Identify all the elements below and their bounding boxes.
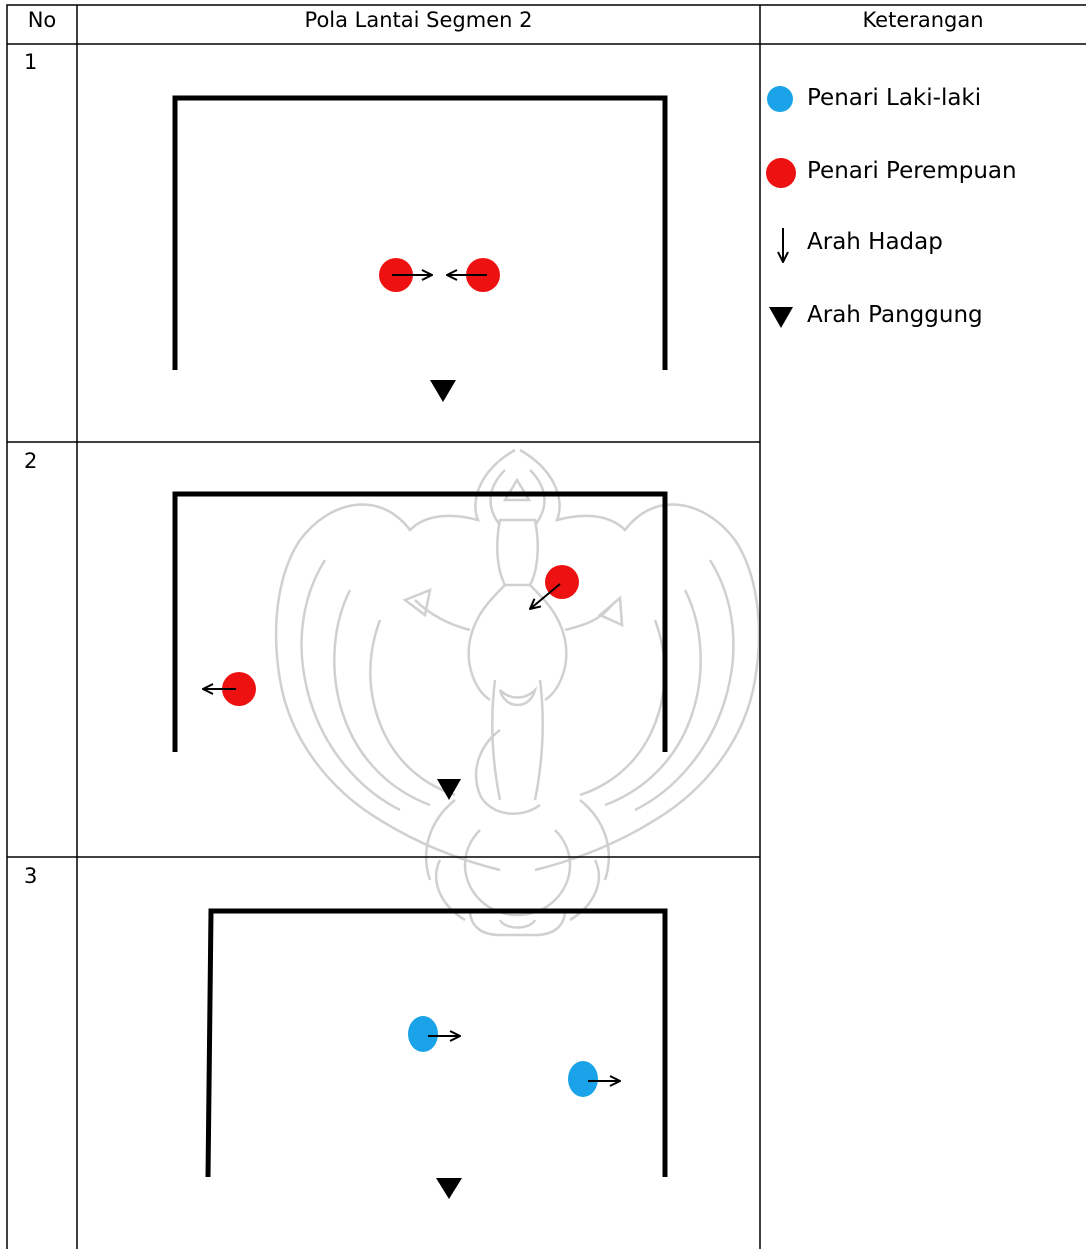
facing-arrow [530,583,561,609]
row-number: 1 [24,50,38,74]
row-1-floor-diagram [172,95,668,402]
down-triangle-icon [769,307,793,328]
legend-female-dancer-label: Penari Perempuan [807,158,1017,184]
female-dancer [545,565,579,599]
row-2-floor-diagram [172,491,668,800]
row-3-floor-diagram [205,908,668,1199]
row-number: 2 [24,449,38,473]
male-dancer-icon [767,86,793,112]
legend-male-dancer-label: Penari Laki-laki [807,85,982,111]
legend-stage-direction-label: Arah Panggung [807,302,983,328]
stage-direction-marker [430,380,456,402]
row-number: 3 [24,864,38,888]
stage-outline [172,95,668,370]
male-dancer [408,1016,438,1052]
female-dancer-icon [766,158,796,188]
legend-facing-direction-label: Arah Hadap [807,229,943,255]
table-grid [6,4,1086,1249]
male-dancer [568,1061,598,1097]
stage-outline [172,491,668,752]
watermark-emblem [274,448,761,937]
legend-symbols [766,86,796,328]
female-dancer [222,672,256,706]
stage-direction-marker [436,1178,462,1199]
header-legend: Keterangan [862,8,984,32]
stage-outline [205,908,668,1178]
header-no: No [27,8,57,32]
stage-direction-marker [437,779,461,800]
header-pattern: Pola Lantai Segmen 2 [304,8,533,32]
